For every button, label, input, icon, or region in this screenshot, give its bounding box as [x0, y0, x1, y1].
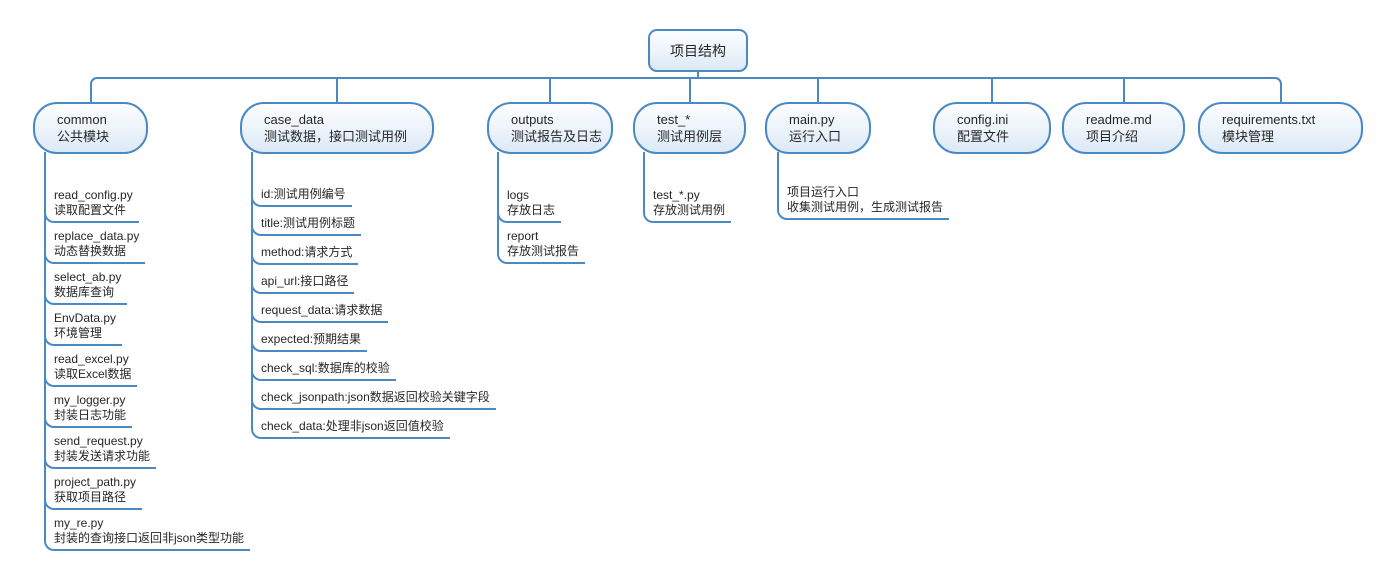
child-topic[interactable]: check_sql:数据库的校验 [251, 361, 396, 381]
child-name: title:测试用例标题 [261, 216, 356, 230]
child-desc: 数据库查询 [54, 285, 115, 299]
child-desc: 收集测试用例，生成测试报告 [787, 200, 944, 214]
child-topic[interactable]: check_jsonpath:json数据返回校验关键字段 [251, 390, 496, 410]
child-desc: 封装的查询接口返回非json类型功能 [54, 531, 245, 545]
child-topic[interactable]: api_url:接口路径 [251, 274, 355, 294]
child-topic[interactable]: request_data:请求数据 [251, 303, 389, 323]
child-name: my_re.py [54, 516, 104, 530]
branch-topic-3[interactable]: test_* 测试用例层 [633, 102, 746, 154]
child-name: replace_data.py [54, 229, 140, 243]
branch-subtitle: 项目介绍 [1086, 129, 1139, 144]
branch-spine [44, 152, 46, 539]
child-desc: 环境管理 [54, 326, 103, 340]
root-topic[interactable]: 项目结构 [648, 29, 748, 72]
branch-title: config.ini [957, 112, 1009, 127]
branch-title: common [57, 112, 107, 127]
child-name: logs [507, 188, 530, 202]
connector-stub [817, 79, 819, 102]
branch-topic-2[interactable]: outputs 测试报告及日志 [487, 102, 613, 154]
branch-topic-0[interactable]: common 公共模块 [33, 102, 148, 154]
child-desc: 封装发送请求功能 [54, 449, 151, 463]
branch-subtitle: 模块管理 [1222, 129, 1275, 144]
child-name: id:测试用例编号 [261, 187, 346, 201]
child-desc: 读取配置文件 [54, 203, 127, 217]
child-desc: 获取项目路径 [54, 490, 127, 504]
branch-topic-4[interactable]: main.py 运行入口 [765, 102, 871, 154]
child-desc: 存放测试报告 [507, 244, 580, 258]
branch-title: test_* [657, 112, 691, 127]
child-topic[interactable]: 项目运行入口收集测试用例，生成测试报告 [777, 185, 950, 220]
connector-rail [89, 77, 1282, 102]
child-name: request_data:请求数据 [261, 303, 383, 317]
child-name: check_data:处理非json返回值校验 [261, 419, 444, 433]
connector-stub [991, 79, 993, 102]
child-name: method:请求方式 [261, 245, 353, 259]
child-name: send_request.py [54, 434, 143, 448]
child-name: project_path.py [54, 475, 137, 489]
branch-subtitle: 测试报告及日志 [511, 129, 603, 144]
child-name: read_config.py [54, 188, 133, 202]
connector-stub [1122, 79, 1125, 102]
child-name: report [507, 229, 539, 243]
branch-subtitle: 运行入口 [789, 129, 842, 144]
child-desc: 读取Excel数据 [54, 367, 132, 381]
child-desc: 封装日志功能 [54, 408, 127, 422]
connector-root-stub [697, 71, 699, 78]
branch-subtitle: 测试数据，接口测试用例 [264, 129, 408, 144]
branch-spine [777, 152, 779, 208]
branch-subtitle: 测试用例层 [657, 129, 723, 144]
child-name: my_logger.py [54, 393, 126, 407]
child-name: EnvData.py [54, 311, 117, 325]
child-desc: 存放日志 [507, 203, 556, 217]
branch-subtitle: 公共模块 [57, 129, 110, 144]
branch-title: readme.md [1086, 112, 1152, 127]
branch-topic-7[interactable]: requirements.txt 模块管理 [1198, 102, 1363, 154]
child-name: 项目运行入口 [787, 185, 860, 199]
branch-subtitle: 配置文件 [957, 129, 1010, 144]
child-topic[interactable]: method:请求方式 [251, 245, 359, 265]
child-name: test_*.py [653, 188, 700, 202]
child-desc: 动态替换数据 [54, 244, 127, 258]
child-topic[interactable]: title:测试用例标题 [251, 216, 362, 236]
branch-spine [643, 152, 645, 211]
child-desc: 存放测试用例 [653, 203, 726, 217]
branch-title: main.py [789, 112, 835, 127]
connector-stub [549, 79, 551, 102]
branch-title: outputs [511, 112, 554, 127]
branch-title: requirements.txt [1222, 112, 1316, 127]
child-topic[interactable]: expected:预期结果 [251, 332, 368, 352]
child-name: select_ab.py [54, 270, 122, 284]
root-topic-label: 项目结构 [670, 42, 726, 59]
connector-stub [336, 79, 338, 102]
branch-topic-5[interactable]: config.ini 配置文件 [933, 102, 1051, 154]
branch-topic-1[interactable]: case_data 测试数据，接口测试用例 [240, 102, 434, 154]
branch-title: case_data [264, 112, 324, 127]
child-name: check_jsonpath:json数据返回校验关键字段 [261, 390, 490, 404]
child-topic[interactable]: check_data:处理非json返回值校验 [251, 419, 450, 439]
child-name: check_sql:数据库的校验 [261, 361, 390, 375]
child-name: api_url:接口路径 [261, 274, 349, 288]
child-name: expected:预期结果 [261, 332, 362, 346]
child-name: read_excel.py [54, 352, 129, 366]
branch-topic-6[interactable]: readme.md 项目介绍 [1062, 102, 1185, 154]
connector-stub [688, 79, 691, 102]
child-topic[interactable]: id:测试用例编号 [251, 187, 352, 207]
